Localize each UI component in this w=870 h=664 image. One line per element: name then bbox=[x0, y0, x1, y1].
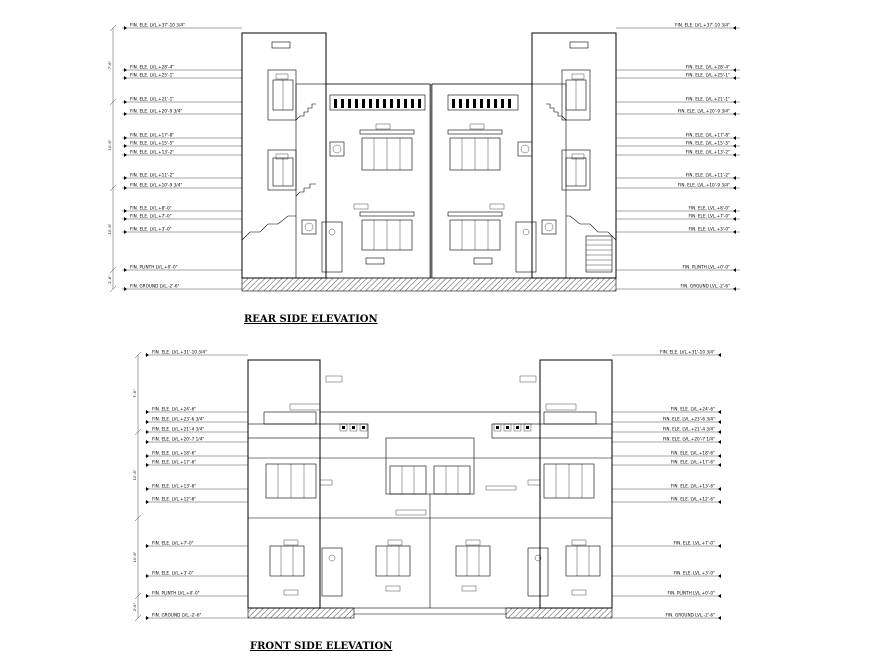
level-label: FIN. PLINTH LVL.+0'-0" bbox=[130, 265, 178, 270]
level-label: FIN. GROUND LVL.-2'-6" bbox=[130, 284, 180, 289]
rear-level-labels-right: FIN. ELE. LVL.+37'-10 3/4" FIN. ELE. LVL.… bbox=[616, 23, 740, 291]
level-label: FIN. ELE. LVL.+20'-7 1/4" bbox=[663, 437, 715, 442]
level-label: FIN. ELE. LVL.+15'-5" bbox=[686, 141, 730, 146]
level-label: FIN. GROUND LVL.-2'-6" bbox=[681, 284, 731, 289]
dimension-label: 10'-6" bbox=[108, 139, 112, 150]
level-label: FIN. ELE. LVL.+23'-6 3/4" bbox=[152, 417, 204, 422]
level-label: FIN. ELE. LVL.+17'-6" bbox=[152, 460, 196, 465]
level-label: FIN. ELE. LVL.+17'-8" bbox=[686, 133, 730, 138]
level-label: FIN. GROUND LVL.-2'-6" bbox=[152, 613, 202, 618]
front-center-left-window-ground bbox=[375, 545, 411, 577]
front-left-door bbox=[321, 547, 343, 597]
level-label: FIN. ELE. LVL.+7'-0" bbox=[130, 214, 172, 219]
front-right-door bbox=[527, 547, 549, 597]
dimension-label: 10'-6" bbox=[133, 551, 137, 562]
rear-left-door bbox=[321, 221, 343, 273]
dimension-label: 2'-6" bbox=[108, 275, 112, 284]
level-label: FIN. ELE. LVL.+13'-2" bbox=[130, 150, 174, 155]
level-label: FIN. ELE. LVL.+10'-9 3/4" bbox=[130, 183, 182, 188]
level-label: FIN. ELE. LVL.+13'-2" bbox=[686, 150, 730, 155]
rear-elevation: FIN. ELE. LVL.+37'-10 3/4" FIN. ELE. LVL.… bbox=[108, 23, 740, 325]
level-label: FIN. ELE. LVL.+12'-6" bbox=[671, 497, 715, 502]
front-center-left-window bbox=[389, 465, 427, 495]
level-label: FIN. ELE. LVL.+3'-0" bbox=[130, 227, 172, 232]
level-label: FIN. ELE. LVL.+37'-10 3/4" bbox=[675, 23, 730, 28]
rear-ground-hatch bbox=[241, 277, 617, 292]
front-left-tower bbox=[247, 359, 321, 609]
level-label: FIN. ELE. LVL.+18'-6" bbox=[671, 451, 715, 456]
level-label: FIN. ELE. LVL.+18'-6" bbox=[152, 451, 196, 456]
front-elevation: FIN. ELE. LVL.+31'-10 3/4" FIN. ELE. LVL.… bbox=[133, 350, 721, 652]
level-label: FIN. ELE. LVL.+13'-6" bbox=[671, 484, 715, 489]
rear-left-stair-lower bbox=[241, 215, 296, 241]
level-label: FIN. PLINTH LVL.+0'-0" bbox=[682, 265, 730, 270]
dimension-label: 10'-6" bbox=[108, 223, 112, 234]
level-label: FIN. ELE. LVL.+21'-4 3/4" bbox=[663, 427, 715, 432]
level-label: FIN. ELE. LVL.+15'-5" bbox=[130, 141, 174, 146]
level-label: FIN. ELE. LVL.+24'-6" bbox=[152, 407, 196, 412]
level-label: FIN. ELE. LVL.+7'-0" bbox=[673, 541, 715, 546]
level-label: FIN. ELE. LVL.+25'-1" bbox=[130, 73, 174, 78]
level-label: FIN. ELE. LVL.+21'-1" bbox=[130, 97, 174, 102]
rear-level-labels-left: FIN. ELE. LVL.+37'-10 3/4" FIN. ELE. LVL.… bbox=[108, 23, 242, 293]
dimension-label: 10'-6" bbox=[133, 469, 137, 480]
level-label: FIN. ELE. LVL.+20'-9 3/4" bbox=[678, 109, 730, 114]
front-center-right-window-ground bbox=[455, 545, 491, 577]
rear-right-stair-lower bbox=[566, 215, 617, 241]
level-label: FIN. ELE. LVL.+20'-7 1/4" bbox=[152, 437, 204, 442]
level-label: FIN. ELE. LVL.+8'-0" bbox=[130, 206, 172, 211]
level-label: FIN. ELE. LVL.+8'-0" bbox=[688, 206, 730, 211]
level-label: FIN. ELE. LVL.+7'-0" bbox=[152, 541, 194, 546]
rear-left-main-block bbox=[295, 83, 431, 279]
level-label: FIN. ELE. LVL.+31'-10 3/4" bbox=[152, 350, 207, 355]
level-label: FIN. ELE. LVL.+12'-6" bbox=[152, 497, 196, 502]
level-label: FIN. ELE. LVL.+11'-2" bbox=[686, 173, 730, 178]
level-label: FIN. ELE. LVL.+13'-6" bbox=[152, 484, 196, 489]
front-ground-hatch-left bbox=[247, 607, 355, 619]
front-ground-hatch-right bbox=[505, 607, 613, 619]
dimension-label: 7'-6" bbox=[108, 60, 112, 69]
rear-right-door bbox=[515, 221, 537, 273]
level-label: FIN. PLINTH LVL.+0'-0" bbox=[667, 591, 715, 596]
level-label: FIN. PLINTH LVL.+0'-0" bbox=[152, 591, 200, 596]
level-label: FIN. ELE. LVL.+28'-4" bbox=[130, 65, 174, 70]
level-label: FIN. GROUND LVL.-2'-6" bbox=[666, 613, 716, 618]
front-right-window-ground bbox=[565, 545, 601, 577]
level-label: FIN. ELE. LVL.+21'-1" bbox=[686, 97, 730, 102]
level-label: FIN. ELE. LVL.+28'-4" bbox=[686, 65, 730, 70]
rear-left-building bbox=[241, 32, 431, 279]
level-label: FIN. ELE. LVL.+17'-6" bbox=[671, 460, 715, 465]
front-right-tower bbox=[539, 359, 613, 609]
level-label: FIN. ELE. LVL.+10'-9 3/4" bbox=[678, 183, 730, 188]
dimension-label: 2'-6" bbox=[133, 602, 137, 611]
level-label: FIN. ELE. LVL.+31'-10 3/4" bbox=[660, 350, 715, 355]
level-label: FIN. ELE. LVL.+3'-0" bbox=[673, 571, 715, 576]
front-center-right-window bbox=[433, 465, 471, 495]
level-label: FIN. ELE. LVL.+3'-0" bbox=[688, 227, 730, 232]
level-label: FIN. ELE. LVL.+20'-9 3/4" bbox=[130, 109, 182, 114]
rear-left-railing bbox=[329, 94, 426, 111]
level-label: FIN. ELE. LVL.+3'-0" bbox=[152, 571, 194, 576]
rear-right-railing bbox=[447, 94, 519, 111]
level-label: FIN. ELE. LVL.+7'-0" bbox=[688, 214, 730, 219]
level-label: FIN. ELE. LVL.+21'-4 3/4" bbox=[152, 427, 204, 432]
level-label: FIN. ELE. LVL.+23'-6 3/4" bbox=[663, 417, 715, 422]
level-label: FIN. ELE. LVL.+11'-2" bbox=[130, 173, 174, 178]
front-level-labels-left: FIN. ELE. LVL.+31'-10 3/4" FIN. ELE. LVL.… bbox=[133, 350, 248, 622]
level-label: FIN. ELE. LVL.+24'-6" bbox=[671, 407, 715, 412]
front-level-labels-right: FIN. ELE. LVL.+31'-10 3/4" FIN. ELE. LVL.… bbox=[612, 350, 721, 620]
level-label: FIN. ELE. LVL.+25'-1" bbox=[686, 73, 730, 78]
rear-right-building bbox=[431, 32, 617, 279]
rear-right-main-block bbox=[431, 83, 567, 279]
level-label: FIN. ELE. LVL.+37'-10 3/4" bbox=[130, 23, 185, 28]
dimension-label: 7'-6" bbox=[133, 389, 137, 398]
front-left-window-ground bbox=[269, 545, 305, 577]
rear-left-stair-upper bbox=[295, 103, 316, 121]
level-label: FIN. ELE. LVL.+17'-8" bbox=[130, 133, 174, 138]
rear-elevation-title: REAR SIDE ELEVATION bbox=[244, 314, 378, 325]
front-elevation-title: FRONT SIDE ELEVATION bbox=[250, 641, 392, 652]
